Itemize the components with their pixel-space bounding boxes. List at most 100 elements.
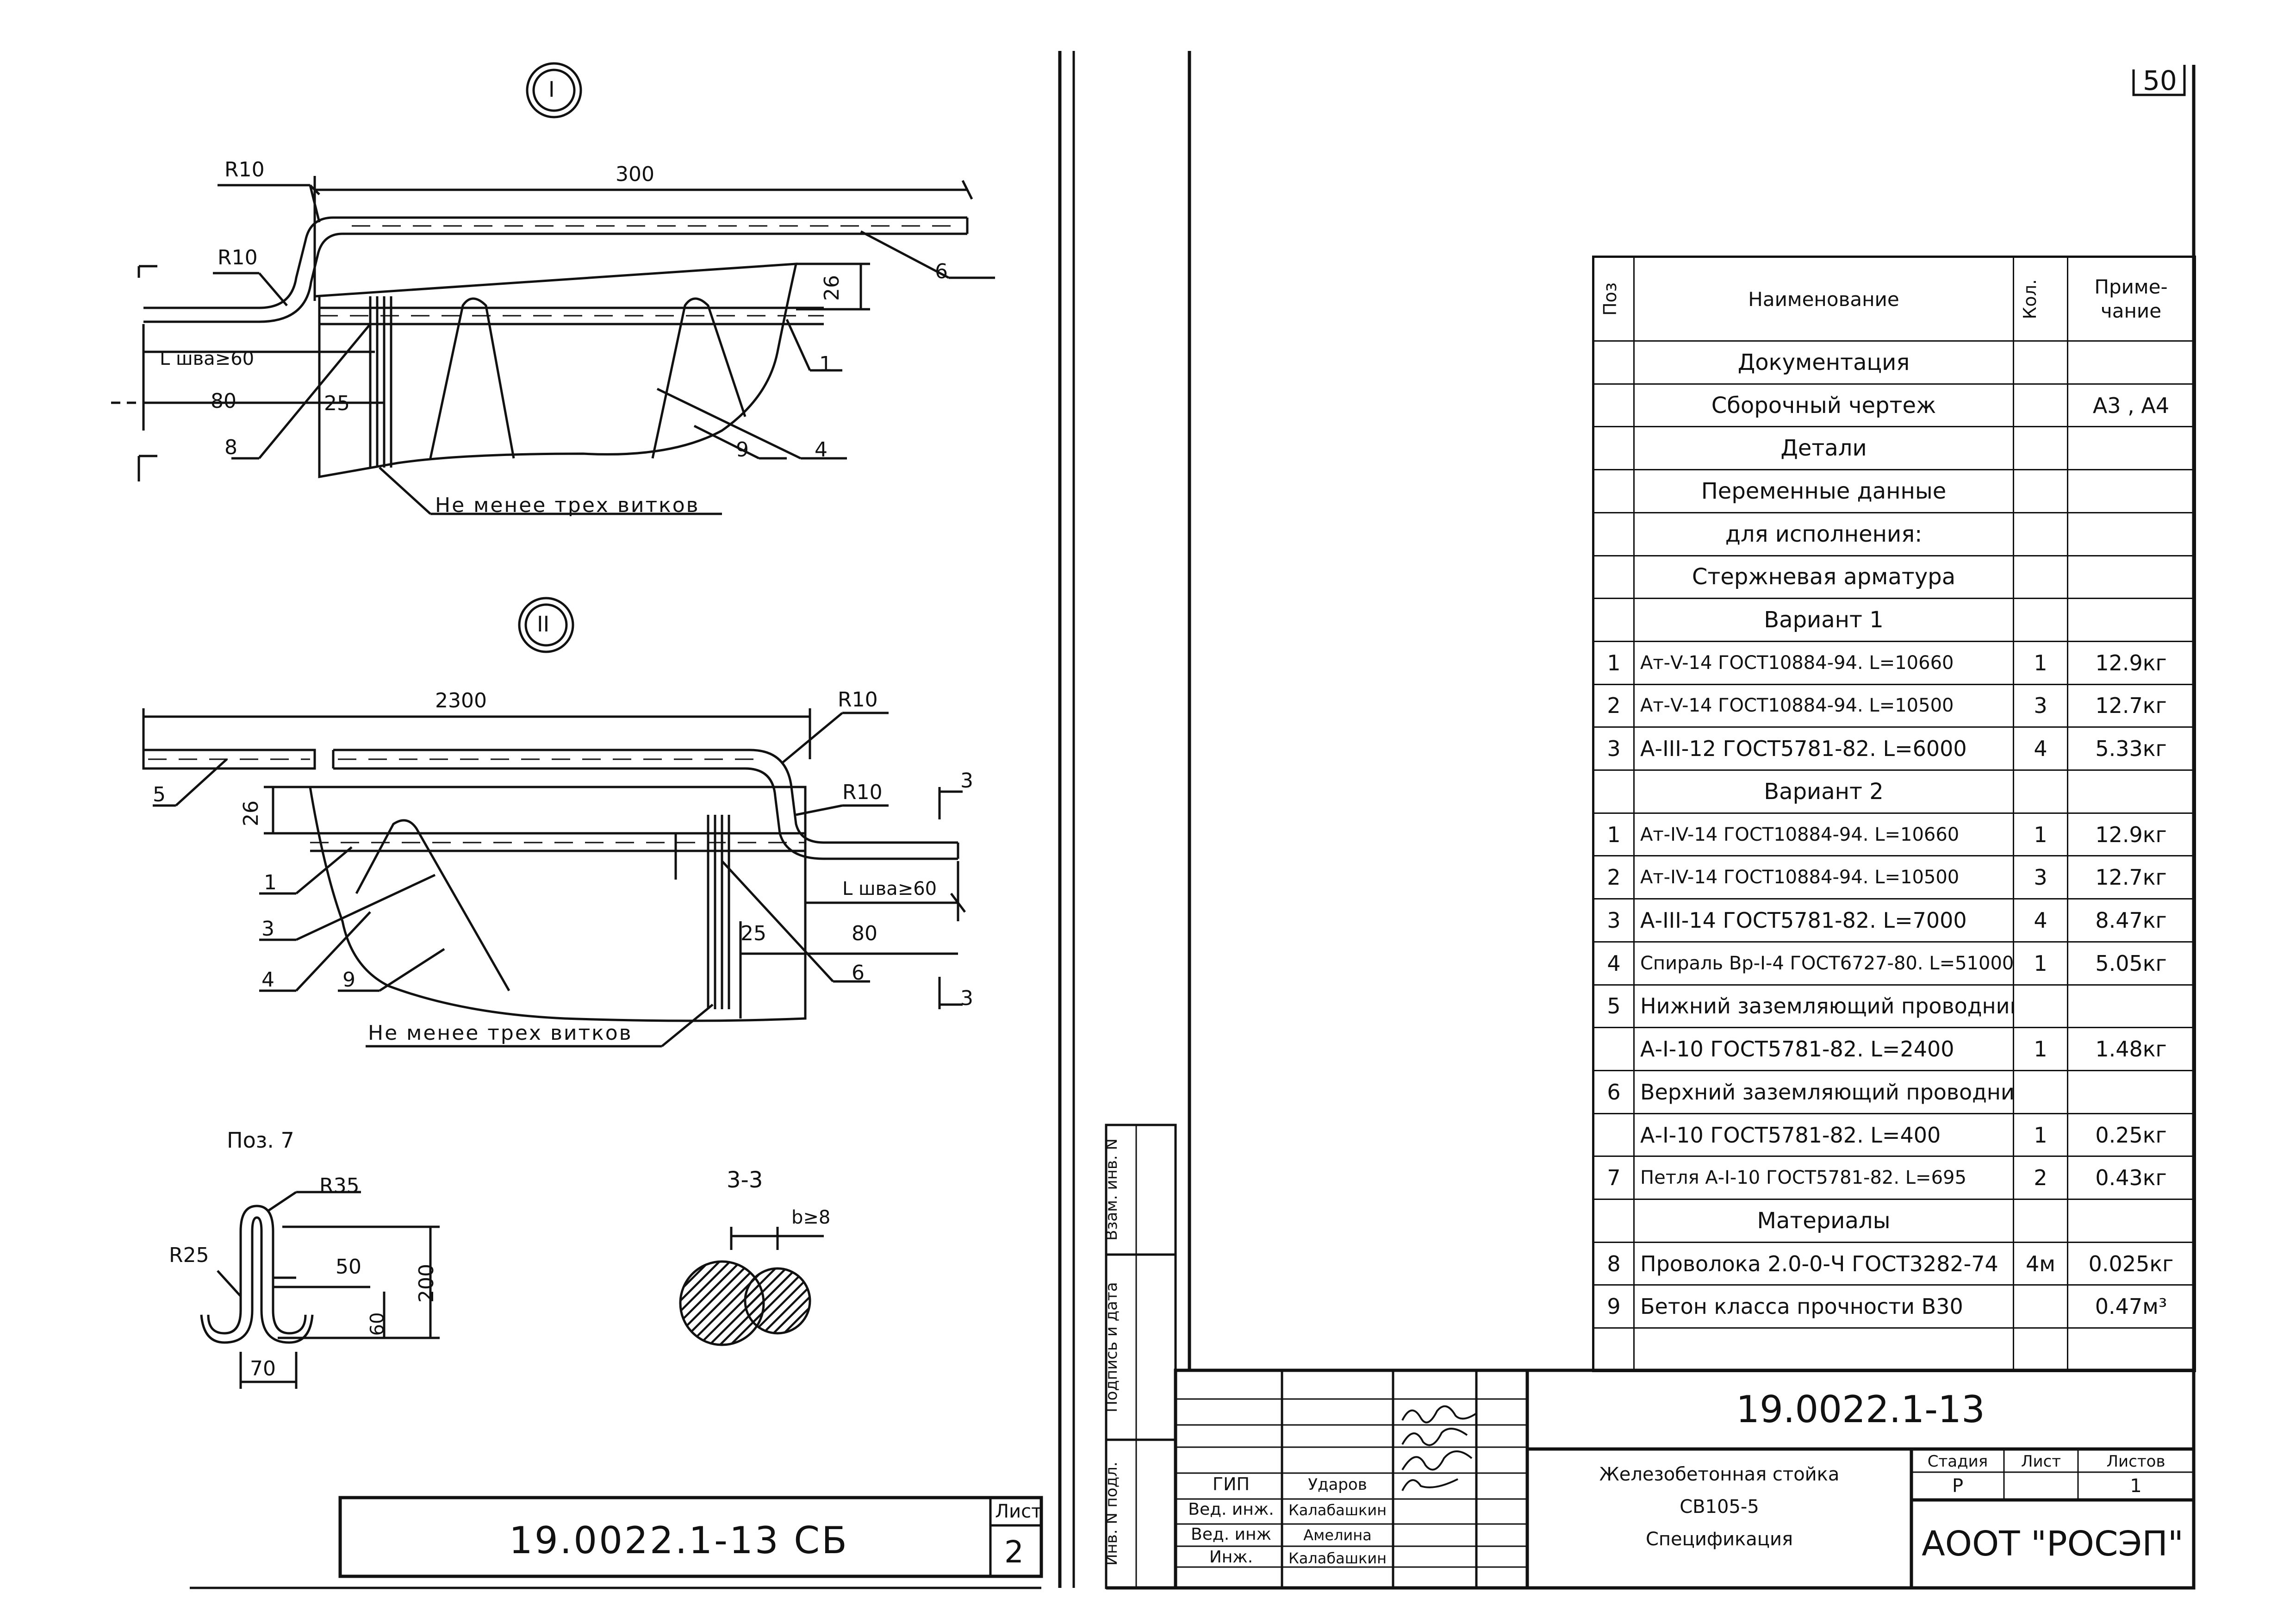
view-II-callout-1: 1	[264, 871, 277, 894]
spec-cell-pos	[1593, 1199, 1635, 1243]
spec-row	[1593, 1327, 2196, 1372]
spec-cell-qty: 1	[2013, 1112, 2068, 1157]
pos7-dim-50: 50	[336, 1255, 361, 1279]
staff-role-1: ГИП	[1212, 1474, 1250, 1494]
spec-cell-qty: 3	[2013, 855, 2068, 900]
view-II-dim-80: 80	[852, 922, 877, 945]
spec-cell-qty: 1	[2013, 812, 2068, 857]
view-II-callout-4: 4	[261, 968, 274, 992]
spec-cell-pos: 1	[1593, 812, 1635, 857]
pos7-dim-60: 60	[367, 1312, 388, 1336]
spec-cell-name: Ат-V-14 ГОСТ10884-94. L=10500	[1633, 683, 2014, 728]
spec-cell-pos	[1593, 1112, 1635, 1157]
spec-cell-name: Документация	[1633, 340, 2014, 385]
spec-cell-name: Ат-V-14 ГОСТ10884-94. L=10660	[1633, 640, 2014, 685]
spec-cell-name: Бетон класса прочности В30	[1633, 1284, 2014, 1329]
view-II-callout-5: 5	[153, 783, 166, 806]
spec-cell-name: А-III-12 ГОСТ5781-82. L=6000	[1633, 726, 2014, 771]
spec-cell-pos	[1593, 1027, 1635, 1071]
right-drawing-code: 19.0022.1-13	[1736, 1388, 1985, 1431]
page-number: 50	[2143, 65, 2177, 96]
spec-cell-name: Ат-IV-14 ГОСТ10884-94. L=10500	[1633, 855, 2014, 900]
staff-role-4: Инж.	[1209, 1548, 1253, 1567]
spec-row: Документация	[1593, 340, 2196, 385]
view-II-dim-26: 26	[239, 800, 263, 826]
spec-header-pos: Поз	[1593, 256, 1635, 342]
spec-cell-note: 12.9кг	[2067, 812, 2196, 857]
spec-cell-qty	[2013, 769, 2068, 814]
spec-cell-pos	[1593, 340, 1635, 385]
view-II-note: Не менее трех витков	[368, 1021, 633, 1045]
spec-header-qty: Кол.	[2013, 256, 2068, 342]
view-I-note: Не менее трех витков	[435, 493, 700, 517]
spec-cell-name: Переменные данные	[1633, 469, 2014, 513]
spec-cell-name: А-III-14 ГОСТ5781-82. L=7000	[1633, 898, 2014, 943]
spec-cell-name: А-I-10 ГОСТ5781-82. L=2400	[1633, 1027, 2014, 1071]
spec-cell-name: Вариант 2	[1633, 769, 2014, 814]
stamp-sign-date: Подпись и дата	[1102, 1282, 1121, 1412]
pos7-dim-200: 200	[414, 1264, 438, 1303]
spec-cell-note	[2067, 769, 2196, 814]
signature-2	[1401, 1428, 1468, 1446]
product-name-line3: Спецификация	[1645, 1529, 1793, 1550]
spec-cell-qty: 3	[2013, 683, 2068, 728]
signature-3	[1401, 1450, 1473, 1471]
left-sheet-label: Лист	[995, 1501, 1042, 1522]
spec-row: Вариант 2	[1593, 769, 2196, 814]
view-I-callout-4: 4	[815, 438, 828, 462]
view-II-section-mark-top: 3	[960, 769, 973, 793]
spec-cell-note	[2067, 1327, 2196, 1372]
view-II-callout-9: 9	[342, 968, 355, 992]
pos7-dim-70: 70	[250, 1357, 276, 1380]
spec-cell-pos	[1593, 555, 1635, 600]
spec-cell-pos	[1593, 383, 1635, 428]
view-I-r10-low: R10	[218, 246, 258, 269]
spec-cell-pos: 3	[1593, 726, 1635, 771]
view-I-marker-circle	[526, 62, 582, 119]
spec-cell-note: 0.025кг	[2067, 1241, 2196, 1286]
spec-cell-pos	[1593, 469, 1635, 513]
organization: АООТ "РОСЭП"	[1922, 1524, 2184, 1564]
spec-cell-qty	[2013, 1284, 2068, 1329]
spec-cell-note: 12.7кг	[2067, 855, 2196, 900]
pos7-title: Поз. 7	[227, 1128, 294, 1153]
sheet-label: Лист	[2021, 1452, 2061, 1471]
spec-cell-qty: 1	[2013, 941, 2068, 986]
view-II-dim-25: 25	[740, 922, 766, 945]
spec-cell-note: 12.7кг	[2067, 683, 2196, 728]
staff-surname-3: Амелина	[1303, 1526, 1372, 1544]
spec-cell-note	[2067, 555, 2196, 600]
view-I-callout-6: 6	[935, 260, 948, 283]
view-II-weld-length: L шва≥60	[842, 878, 937, 899]
spec-cell-name: Ат-IV-14 ГОСТ10884-94. L=10660	[1633, 812, 2014, 857]
spec-cell-note: 0.25кг	[2067, 1112, 2196, 1157]
view-II-section-mark-bottom: 3	[960, 987, 973, 1010]
section33-b: b≥8	[791, 1207, 831, 1228]
spec-cell-qty	[2013, 512, 2068, 556]
spec-cell-note	[2067, 512, 2196, 556]
view-I-dim-80: 80	[211, 389, 236, 413]
spec-cell-note	[2067, 1069, 2196, 1114]
spec-cell-qty	[2013, 984, 2068, 1029]
spec-cell-name	[1633, 1327, 2014, 1372]
spec-cell-qty: 4м	[2013, 1241, 2068, 1286]
spec-cell-name: Проволока 2.0-0-Ч ГОСТ3282-74	[1633, 1241, 2014, 1286]
spec-header-note: Приме- чание	[2067, 256, 2196, 342]
spec-cell-name: Детали	[1633, 426, 2014, 471]
spec-cell-qty: 4	[2013, 726, 2068, 771]
spec-row: Стержневая арматура	[1593, 555, 2196, 600]
product-name-line1: Железобетонная стойка	[1599, 1464, 1840, 1485]
spec-cell-pos: 7	[1593, 1156, 1635, 1200]
spec-cell-qty	[2013, 1069, 2068, 1114]
